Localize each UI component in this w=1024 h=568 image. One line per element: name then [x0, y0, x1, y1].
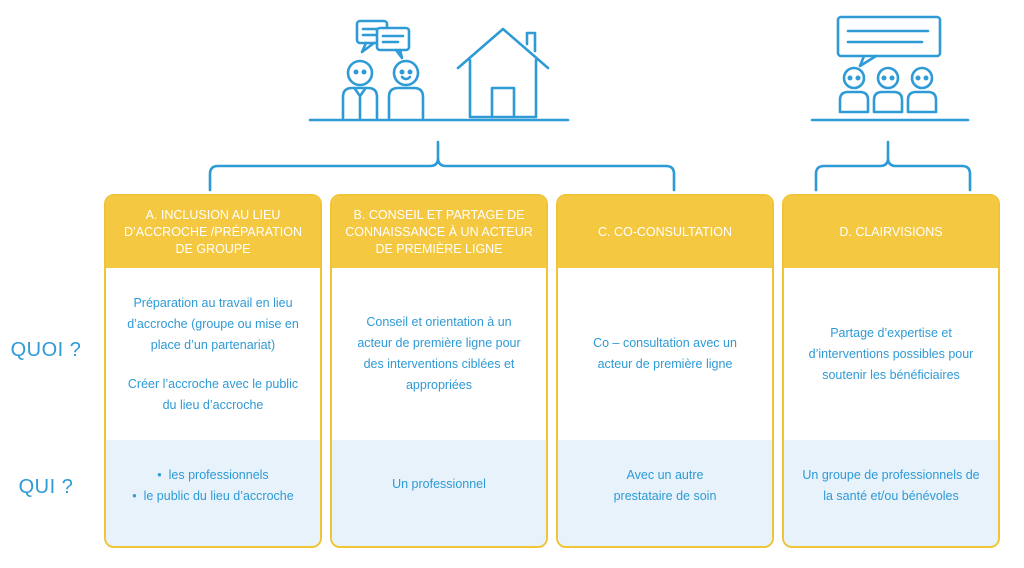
card-d-who: Un groupe de professionnels de la santé …	[784, 440, 998, 546]
card-b-what-text-1: Conseil et orientation à un acteur de pr…	[357, 315, 521, 392]
house-icon	[456, 27, 550, 119]
card-b-who-text: Un professionnel	[392, 477, 486, 491]
card-a-who: les professionnels le public du lieu d’a…	[106, 440, 320, 546]
card-c-what-text-1: Co – consultation avec un acteur de prem…	[593, 336, 737, 371]
card-c-what: Co – consultation avec un acteur de prem…	[558, 268, 772, 440]
card-b-title: B. CONSEIL ET PARTAGE DE CONNAISSANCE À …	[332, 196, 546, 268]
card-a: A. INCLUSION AU LIEU D’ACCROCHE /PRÉPARA…	[104, 194, 322, 548]
brace-left	[208, 140, 676, 192]
card-d-what-text-1: Partage d’expertise et d’interventions p…	[808, 325, 974, 382]
card-c-who: Avec un autre prestataire de soin	[558, 440, 772, 546]
card-a-who-item: le public du lieu d’accroche	[132, 486, 294, 507]
row-label-who: QUI ?	[18, 476, 74, 498]
card-d: D. CLAIRVISIONS Partage d’expertise et d…	[782, 194, 1000, 548]
brace-right	[814, 140, 972, 192]
card-b-what: Conseil et orientation à un acteur de pr…	[332, 268, 546, 440]
card-d-title: D. CLAIRVISIONS	[784, 196, 998, 268]
speech-bubbles-icon	[355, 19, 411, 60]
diagram-icons	[208, 15, 972, 192]
two-people-icon	[341, 59, 425, 120]
card-c: C. CO-CONSULTATION Co – consultation ave…	[556, 194, 774, 548]
card-a-what: Préparation au travail en lieu d’accroch…	[106, 268, 320, 440]
three-people-icon	[838, 66, 938, 114]
card-d-what: Partage d’expertise et d’interventions p…	[784, 268, 998, 440]
card-a-what-text-2: Créer l’accroche avec le public du lieu …	[127, 376, 299, 412]
row-label-what: QUOI ?	[10, 339, 82, 361]
card-c-who-text: Avec un autre prestataire de soin	[613, 468, 717, 503]
card-b-who: Un professionnel	[332, 440, 546, 546]
card-a-title: A. INCLUSION AU LIEU D’ACCROCHE /PRÉPARA…	[106, 196, 320, 268]
card-a-what-text-1: Préparation au travail en lieu d’accroch…	[127, 295, 299, 352]
card-c-title: C. CO-CONSULTATION	[558, 196, 772, 268]
speech-bubble-icon	[836, 15, 942, 68]
card-d-who-text: Un groupe de professionnels de la santé …	[802, 468, 980, 503]
card-b: B. CONSEIL ET PARTAGE DE CONNAISSANCE À …	[330, 194, 548, 548]
card-a-who-item: les professionnels	[157, 465, 269, 486]
